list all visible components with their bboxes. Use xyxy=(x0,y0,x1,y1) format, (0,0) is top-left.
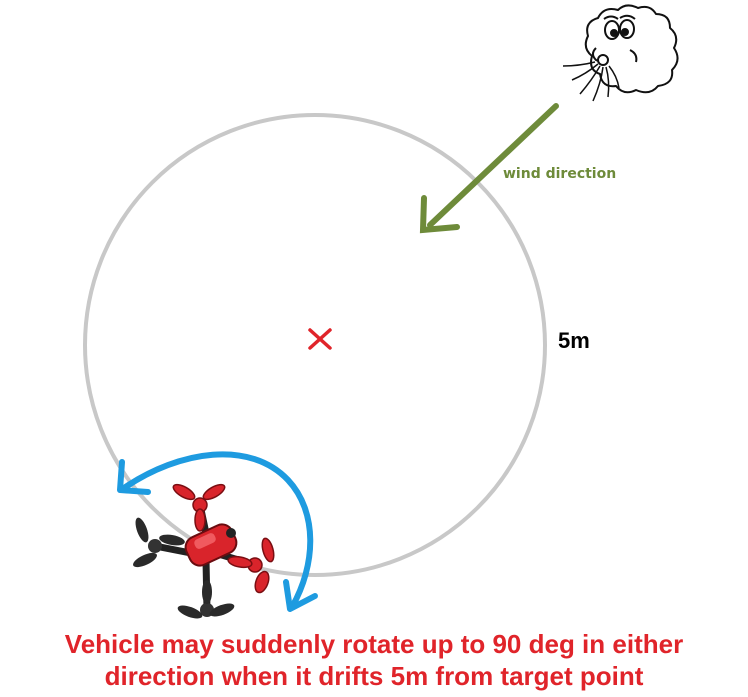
caption-line-2: direction when it drifts 5m from target … xyxy=(104,661,644,691)
propeller-rear-left xyxy=(133,517,185,568)
propeller-rear-right xyxy=(177,580,235,619)
radius-label: 5m xyxy=(558,328,590,353)
drift-radius-circle xyxy=(83,113,547,577)
wind-arrow xyxy=(419,103,559,234)
drone-body xyxy=(184,523,238,567)
cloud-blowing-face-icon xyxy=(562,4,679,102)
target-x-icon xyxy=(308,328,332,350)
propeller-front-left xyxy=(172,483,226,532)
warning-caption: Vehicle may suddenly rotate up to 90 deg… xyxy=(0,628,748,692)
caption-line-1: Vehicle may suddenly rotate up to 90 deg… xyxy=(64,629,684,659)
rotation-arrow xyxy=(117,451,318,612)
quadcopter-drone-icon xyxy=(133,483,275,619)
wind-direction-label: wind direction xyxy=(503,166,616,182)
propeller-front-right xyxy=(227,537,275,594)
